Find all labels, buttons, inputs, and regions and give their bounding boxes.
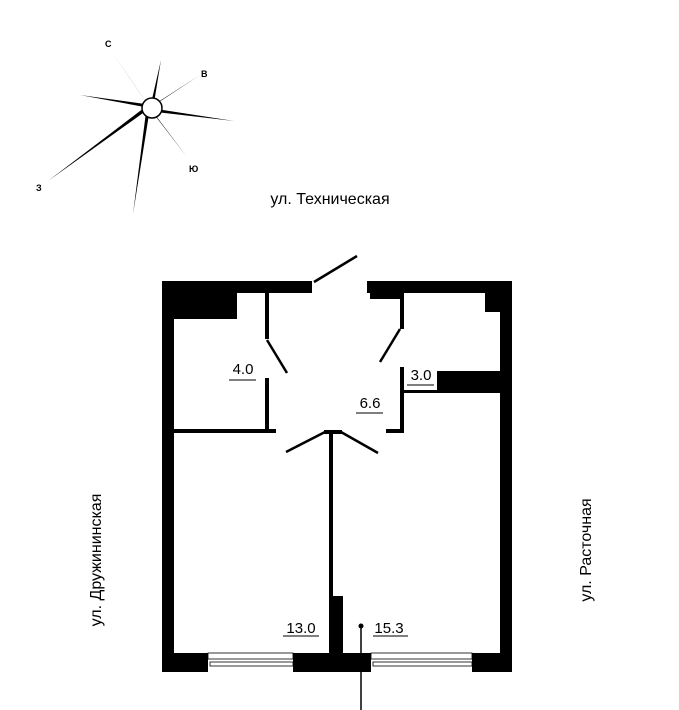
compass-center (141, 97, 163, 119)
door-kitchen (340, 430, 379, 455)
walls (162, 281, 512, 672)
room-labels: 4.0 3.0 6.6 13.0 15.3 (229, 361, 434, 637)
room-area-kitchen: 15.3 (374, 620, 403, 637)
room-area-hallway: 6.6 (360, 395, 381, 412)
wall-top-left (162, 281, 312, 293)
compass-ray-north (112, 52, 150, 108)
street-label-right: ул. Расточная (578, 498, 595, 601)
compass-ray (150, 108, 234, 121)
compass-rose: С В Ю З (36, 39, 234, 214)
compass-ray (80, 95, 150, 108)
compass-label-south: Ю (189, 164, 198, 174)
compass-label-west: З (36, 183, 42, 193)
compass-label-east: В (201, 69, 208, 79)
shaft-left (174, 293, 237, 319)
wall-left (162, 281, 174, 672)
door-bathroom (265, 339, 289, 374)
door-bedroom (285, 430, 326, 454)
room-area-toilet: 3.0 (411, 367, 432, 384)
doors (265, 254, 402, 455)
wall-top-right (367, 281, 512, 293)
windows (207, 652, 473, 667)
window-bedroom (207, 652, 294, 660)
street-label-left: ул. Дружининская (88, 494, 105, 627)
compass-ray-west (48, 108, 150, 181)
compass-ray-south (150, 108, 187, 157)
compass-ray (133, 108, 150, 214)
door-toilet (378, 328, 402, 363)
window-kitchen (370, 652, 473, 660)
street-label-top: ул. Техническая (270, 191, 389, 208)
room-area-bedroom: 13.0 (286, 620, 315, 637)
compass-ray-east (150, 75, 200, 108)
room-area-bathroom: 4.0 (233, 361, 254, 378)
pointer-dot (358, 623, 364, 629)
compass-label-north: С (105, 39, 112, 49)
door-entrance (313, 254, 358, 284)
compass-ray (150, 60, 161, 108)
shaft-right (485, 293, 500, 312)
wall-right (500, 281, 512, 672)
